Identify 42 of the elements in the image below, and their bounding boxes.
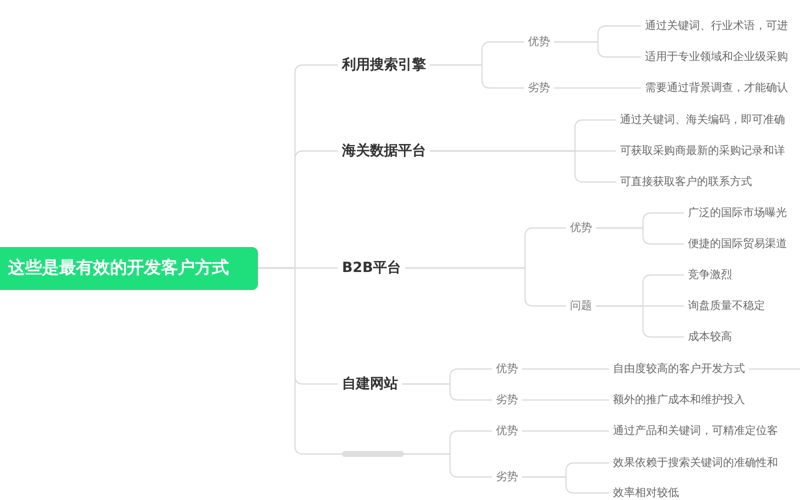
placeholder-bar — [342, 451, 404, 457]
leaf-text: 便捷的国际贸易渠道 — [684, 236, 791, 252]
category-label: 劣势 — [492, 469, 522, 485]
leaf-text: 通过关键词、海关编码，即可准确 — [616, 112, 789, 128]
leaf-text: 效率相对较低 — [609, 485, 683, 500]
category-label: 优势 — [566, 220, 596, 236]
connector-line — [554, 87, 641, 89]
branch-title: 自建网站 — [338, 376, 402, 392]
connector-line — [402, 383, 492, 401]
leaf-text: 询盘质量不稳定 — [684, 298, 769, 314]
category-label: 劣势 — [524, 80, 554, 96]
connector-line — [404, 453, 492, 478]
leaf-text: 竞争激烈 — [684, 267, 736, 283]
branch-title: 海关数据平台 — [338, 143, 430, 159]
leaf-text: 自由度较高的客户开发方式 — [609, 361, 749, 377]
leaf-text: 广泛的国际市场曝光 — [684, 205, 791, 221]
category-label: 劣势 — [492, 392, 522, 408]
connector-line — [522, 430, 609, 432]
branch-title: 利用搜索引擎 — [338, 57, 430, 73]
leaf-text: 成本较高 — [684, 329, 736, 345]
category-label: 优势 — [492, 361, 522, 377]
category-label: 优势 — [492, 423, 522, 439]
leaf-text: 效果依赖于搜索关键词的准确性和 — [609, 455, 782, 471]
leaf-text: 通过产品和关键词，可精准定位客 — [609, 423, 782, 439]
connector-line — [749, 368, 800, 370]
category-label: 问题 — [566, 298, 596, 314]
leaf-text: 需要通过背景调查，才能确认 — [641, 80, 792, 96]
connector-line — [522, 368, 609, 370]
connector-line — [522, 476, 609, 494]
leaf-text: 可直接获取客户的联系方式 — [616, 174, 756, 190]
connector-line — [405, 267, 566, 307]
leaf-text: 额外的推广成本和维护投入 — [609, 392, 749, 408]
leaf-text: 可获取采购商最新的采购记录和详 — [616, 143, 789, 159]
connector-line — [596, 227, 684, 245]
leaf-text: 通过关键词、行业术语，可进 — [641, 18, 792, 34]
connector-line — [554, 41, 641, 58]
connector-line — [430, 64, 524, 89]
category-label: 优势 — [524, 34, 554, 50]
branch-title: B2B平台 — [338, 260, 406, 276]
leaf-text: 适用于专业领域和企业级采购 — [641, 49, 792, 65]
connector-line — [522, 399, 609, 401]
topic-box: 这些是最有效的开发客户方式 — [0, 246, 258, 290]
